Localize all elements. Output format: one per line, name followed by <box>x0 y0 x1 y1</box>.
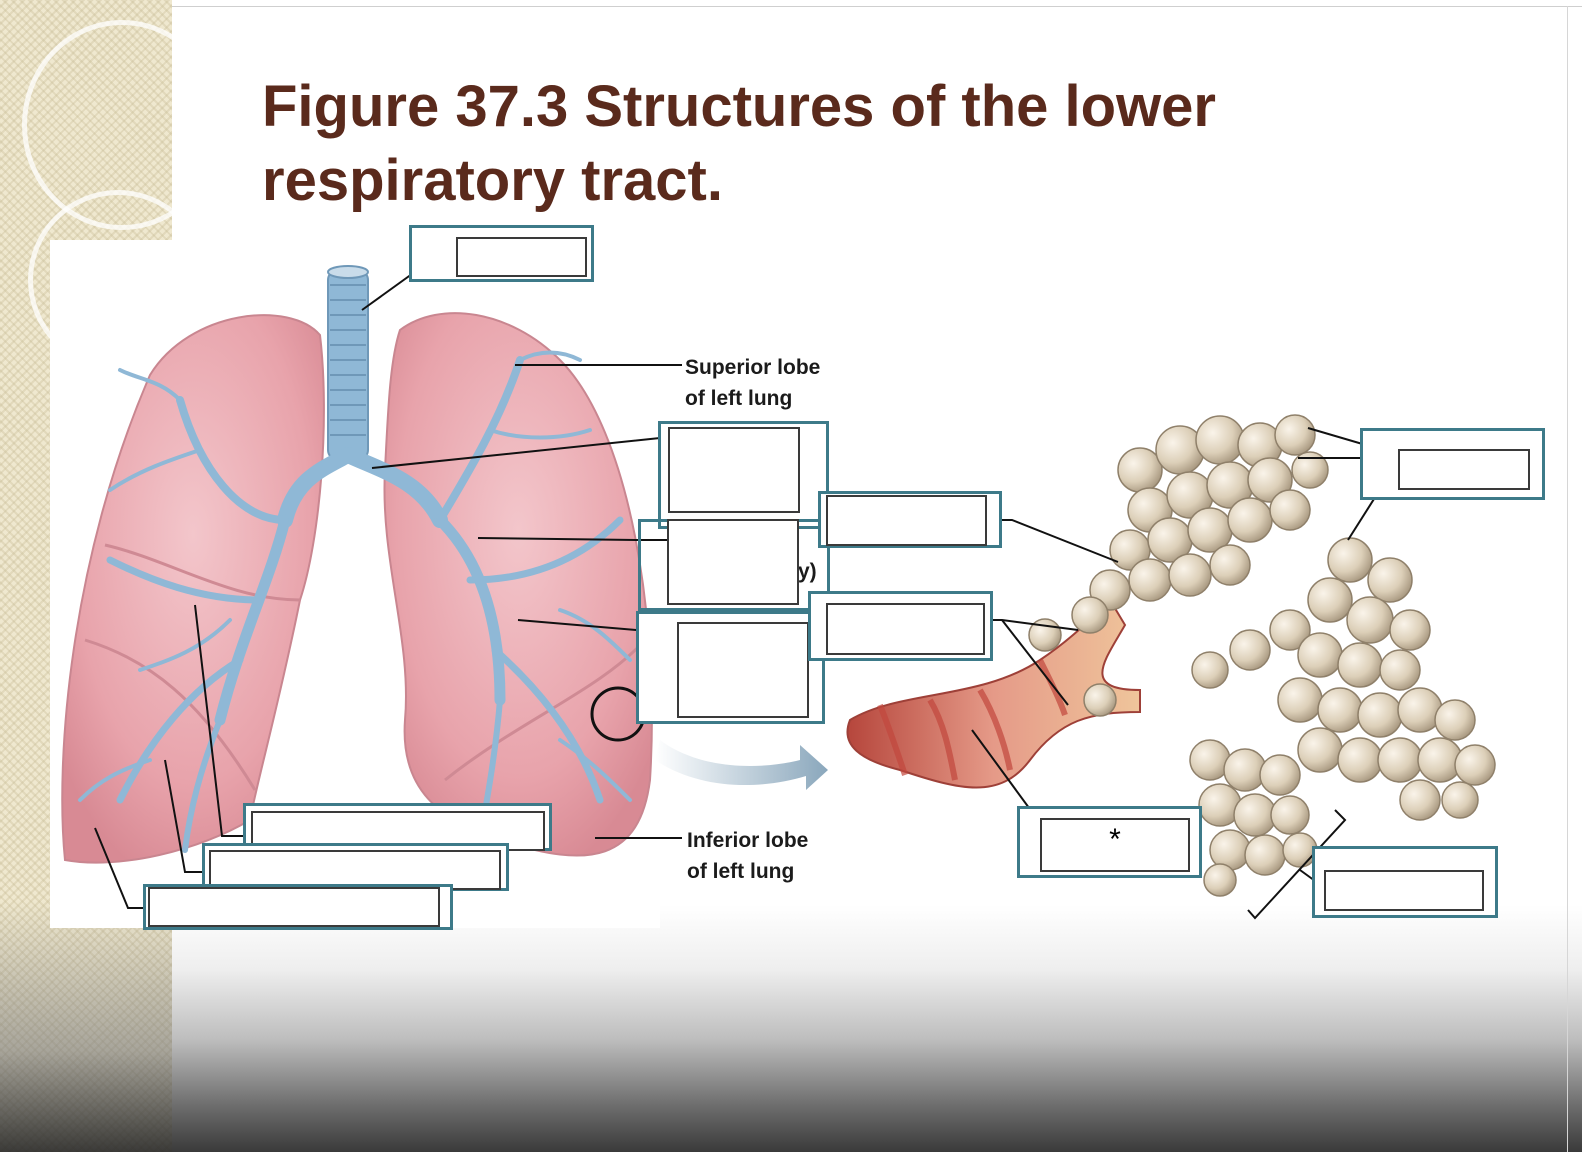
label-slot-alveoli-bottom-field[interactable] <box>1324 870 1484 911</box>
label-slot-upper-right-field[interactable] <box>826 495 987 546</box>
label-slot-right-lung-2-field[interactable] <box>209 850 501 890</box>
magnify-arrow <box>655 740 828 790</box>
partially-covered-label: y) <box>798 560 817 583</box>
label-slot-middle-left-field[interactable] <box>667 519 799 605</box>
superior-lobe-line-2: of left lung <box>685 387 793 410</box>
inferior-lobe-label: Inferior lobe of left lung <box>687 825 808 887</box>
figure-title: Figure 37.3 Structures of the lower resp… <box>262 70 1362 218</box>
superior-lobe-line-1: Superior lobe <box>685 356 821 379</box>
label-slot-alveoli-top-field[interactable] <box>1398 449 1530 490</box>
right-lung-fissure <box>84 638 257 791</box>
label-slot-upper-left[interactable] <box>658 421 829 529</box>
left-lung <box>383 312 653 857</box>
inferior-lobe-line-2: of left lung <box>687 860 795 883</box>
trachea <box>327 269 369 461</box>
title-line-1: Figure 37.3 Structures of the lower <box>262 74 1216 139</box>
label-slot-trachea-field[interactable] <box>456 237 587 277</box>
label-slot-right-lung-3[interactable] <box>143 884 453 930</box>
label-slot-alveoli-bottom[interactable] <box>1312 846 1498 918</box>
superior-lobe-label: Superior lobe of left lung <box>685 352 820 414</box>
alveolar-clusters <box>1028 414 1496 897</box>
bronchial-tree <box>78 350 632 853</box>
label-slot-middle-right[interactable] <box>808 591 993 661</box>
right-rule <box>1567 6 1568 1152</box>
side-panel-shade <box>0 900 172 1152</box>
top-rule <box>0 0 1582 7</box>
title-line-2: respiratory tract. <box>262 148 723 213</box>
label-slot-right-lung-3-field[interactable] <box>148 887 440 927</box>
inferior-lobe-line-1: Inferior lobe <box>687 829 809 852</box>
right-lung-fissure <box>104 543 301 602</box>
label-slot-upper-left-field[interactable] <box>668 427 800 513</box>
bronchiole <box>846 598 1141 789</box>
label-slot-alveoli-top[interactable] <box>1360 428 1545 500</box>
label-slot-bronchiole[interactable]: * <box>1017 806 1202 878</box>
label-slot-bronchiole-field[interactable]: * <box>1040 818 1190 872</box>
bronchiole-muscle <box>877 658 1068 781</box>
trachea-top <box>327 265 369 279</box>
label-slot-lower-left-field[interactable] <box>677 622 809 718</box>
label-slot-upper-right[interactable] <box>818 491 1002 548</box>
label-slot-middle-left[interactable] <box>638 519 830 611</box>
label-slot-lower-left[interactable] <box>636 611 825 724</box>
label-slot-trachea[interactable] <box>409 225 594 282</box>
label-slot-middle-right-field[interactable] <box>826 603 985 655</box>
